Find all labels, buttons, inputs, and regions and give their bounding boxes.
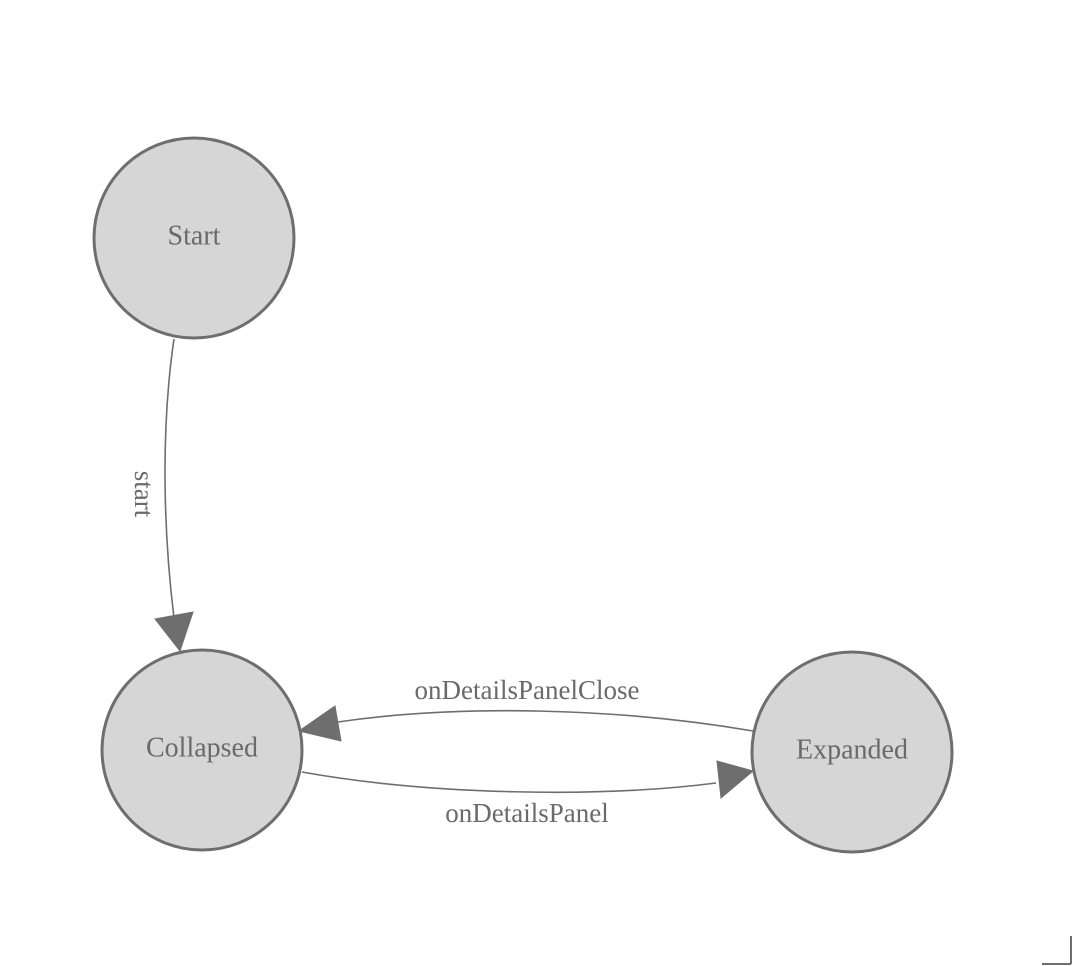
state-label-expanded: Expanded — [796, 734, 908, 765]
edge-line-start-to-collapsed — [164, 338, 175, 619]
state-circle-expanded — [750, 650, 954, 854]
state-label-collapsed: Collapsed — [146, 732, 258, 763]
state-node-start[interactable]: Start — [92, 136, 296, 340]
state-label-start: Start — [168, 220, 221, 251]
arrowhead-expanded-to-collapsed — [297, 705, 342, 742]
edge-label-on-details-panel-close: onDetailsPanelClose — [415, 675, 640, 705]
resize-handle-icon[interactable] — [1042, 936, 1072, 965]
edge-line-collapsed-to-expanded — [301, 771, 717, 794]
arrowhead-start-to-collapsed — [154, 611, 194, 653]
state-circle-collapsed — [100, 648, 304, 852]
edge-line-expanded-to-collapsed — [337, 709, 754, 732]
state-node-expanded[interactable]: Expanded — [750, 650, 954, 854]
edge-expanded-to-collapsed: onDetailsPanelClose — [297, 675, 754, 742]
edge-label-start: start — [129, 471, 159, 518]
state-circle-start — [92, 136, 296, 340]
state-node-collapsed[interactable]: Collapsed — [100, 648, 304, 852]
arrowhead-collapsed-to-expanded — [716, 760, 755, 799]
edge-start-to-collapsed: start — [129, 338, 194, 653]
edge-collapsed-to-expanded: onDetailsPanel — [301, 760, 755, 828]
edge-label-on-details-panel: onDetailsPanel — [445, 798, 608, 828]
